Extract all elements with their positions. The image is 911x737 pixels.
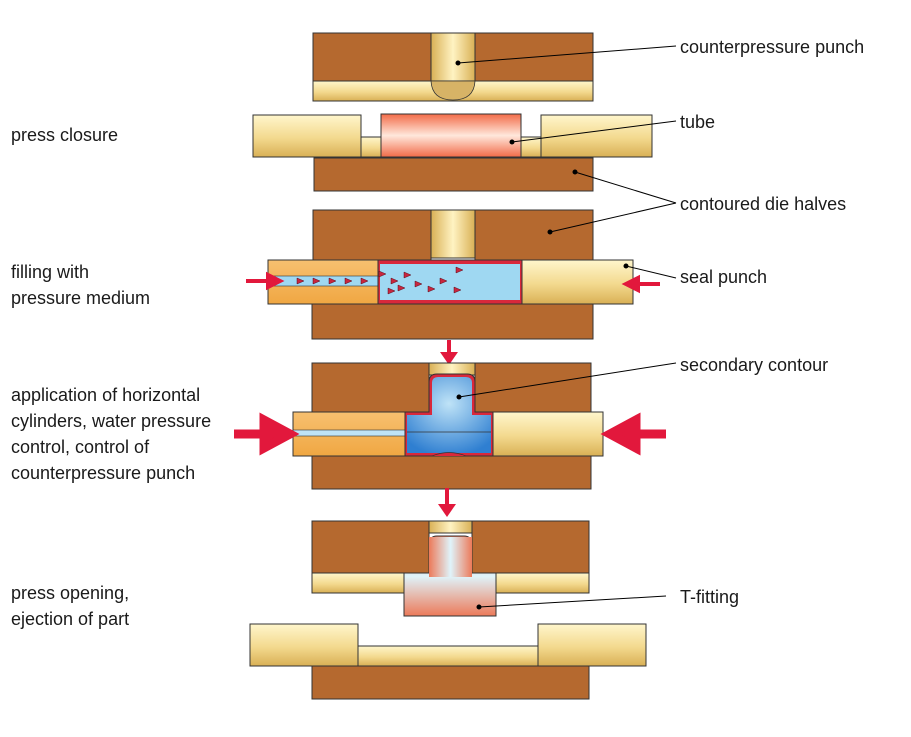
arrow-in-left-2 [246,271,285,291]
stage-press-closure [252,32,653,192]
seal-punch-right-2 [521,259,634,305]
callout-contoured-die-halves: contoured die halves [680,194,847,214]
counterpressure-punch-head [430,80,476,101]
fluid-droplets [296,266,464,295]
upper-die-right-4 [471,520,590,574]
leader-t-fitting [478,595,667,608]
seal-punch-neck-left [360,136,382,158]
leader-secondary-contour [458,362,677,398]
label-application-3: control, control of [11,437,150,457]
arrow-in-left-3 [234,412,300,456]
arrow-in-right-3 [600,412,666,456]
leader-tube [511,120,677,143]
callout-secondary-contour: secondary contour [680,355,829,375]
secondary-contour-dip [431,452,467,457]
callout-lines [455,45,677,610]
stage-application [234,362,666,490]
pressure-medium [380,264,520,300]
counterpressure-punch-4 [428,520,473,534]
label-filling-1: filling with [11,262,90,282]
label-application-2: cylinders, water pressure [11,411,212,431]
label-press-opening-1: press opening, [11,583,130,603]
stage-filling [246,209,660,340]
upper-die-right-2 [474,209,594,263]
leader-counterpressure-punch [457,45,677,64]
callout-t-fitting: T-fitting [680,587,740,607]
upper-die-right-3 [474,362,592,414]
callout-counterpressure-punch: counterpressure punch [680,37,865,57]
seal-punch-right-4 [537,623,647,667]
seal-punch-right-3 [492,411,604,457]
upper-die-right [474,32,594,84]
label-application-4: counterpressure punch [11,463,196,483]
label-press-closure: press closure [11,125,119,145]
lower-die [313,157,594,192]
upper-die-left-2 [312,209,432,263]
stage-press-opening [249,520,647,700]
t-fitting-branch [429,537,472,577]
channel-3 [292,429,406,437]
arrow-in-right-2 [621,274,660,294]
lower-die-3 [311,455,592,490]
label-press-opening-2: ejection of part [11,609,130,629]
seal-punch-left [252,114,362,158]
upper-die-left [312,32,432,84]
callout-seal-punch: seal punch [680,267,768,287]
leader-seal-punch [625,265,677,279]
label-filling-2: pressure medium [11,288,151,308]
seal-punch-left-4 [249,623,359,667]
pressurized-medium [407,377,491,453]
arrow-down-2-head [438,504,456,517]
leader-die-1 [574,171,677,204]
tube-blank [380,113,522,158]
leader-die-2 [549,202,677,233]
upper-die-left-4 [311,520,430,574]
counterpressure-punch-stem [430,32,476,84]
counterpressure-punch-3 [428,362,476,376]
arrow-down-1-head [440,352,458,365]
bottom-channel [357,645,539,667]
lower-die-4 [311,665,590,700]
upper-die-left-3 [311,362,430,414]
lower-die-2 [311,303,594,340]
counterpressure-punch-2 [430,209,476,259]
callout-tube: tube [680,112,716,132]
label-application-1: application of horizontal [11,385,201,405]
